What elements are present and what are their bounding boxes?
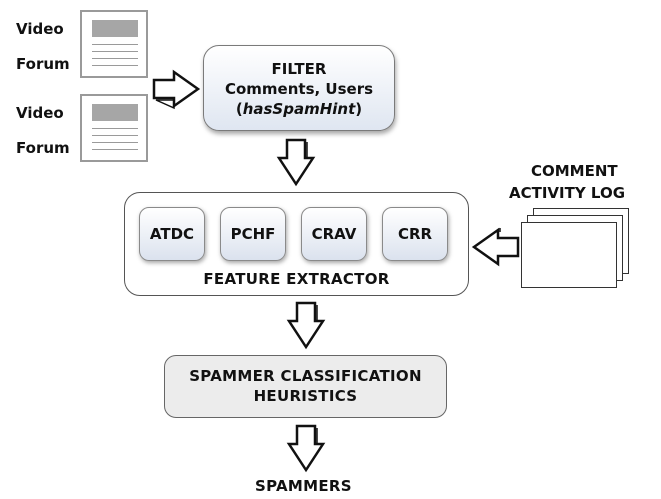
feature-atdc: ATDC	[139, 207, 205, 261]
filter-subtitle: Comments, Users	[224, 80, 374, 98]
feature-pchf: PCHF	[220, 207, 286, 261]
source-1-label-video: Video	[16, 20, 64, 38]
feature-crav: CRAV	[301, 207, 367, 261]
arrow-filter-to-extractor	[276, 138, 316, 187]
classifier-line2: HEURISTICS	[253, 387, 358, 405]
filter-box: FILTER Comments, Users (hasSpamHint)	[203, 45, 395, 131]
comment-activity-log-label-line1: COMMENT	[531, 162, 618, 180]
source-1-label-forum: Forum	[16, 55, 70, 73]
filter-title: FILTER	[271, 60, 327, 78]
comment-activity-log-icon	[521, 208, 652, 288]
feature-extractor-box: ATDC PCHF CRAV CRR FEATURE EXTRACTOR	[124, 192, 469, 296]
arrow-log-to-extractor	[471, 227, 520, 267]
arrow-sources-to-filter	[152, 69, 201, 110]
classifier-line1: SPAMMER CLASSIFICATION	[189, 367, 422, 385]
feature-extractor-title: FEATURE EXTRACTOR	[203, 270, 390, 288]
arrow-classifier-to-output	[286, 424, 326, 473]
source-2-document-icon	[80, 94, 148, 162]
comment-activity-log-label-line2: ACTIVITY LOG	[509, 184, 626, 202]
arrow-extractor-to-classifier	[286, 301, 326, 350]
source-1-document-icon	[80, 10, 148, 78]
feature-crr: CRR	[382, 207, 448, 261]
output-label: SPAMMERS	[255, 477, 352, 495]
source-2-label-video: Video	[16, 104, 64, 122]
filter-hint: (hasSpamHint)	[235, 100, 363, 118]
source-2-label-forum: Forum	[16, 139, 70, 157]
filter-hint-text: hasSpamHint	[242, 100, 356, 118]
classification-heuristics-box: SPAMMER CLASSIFICATION HEURISTICS	[164, 355, 447, 418]
